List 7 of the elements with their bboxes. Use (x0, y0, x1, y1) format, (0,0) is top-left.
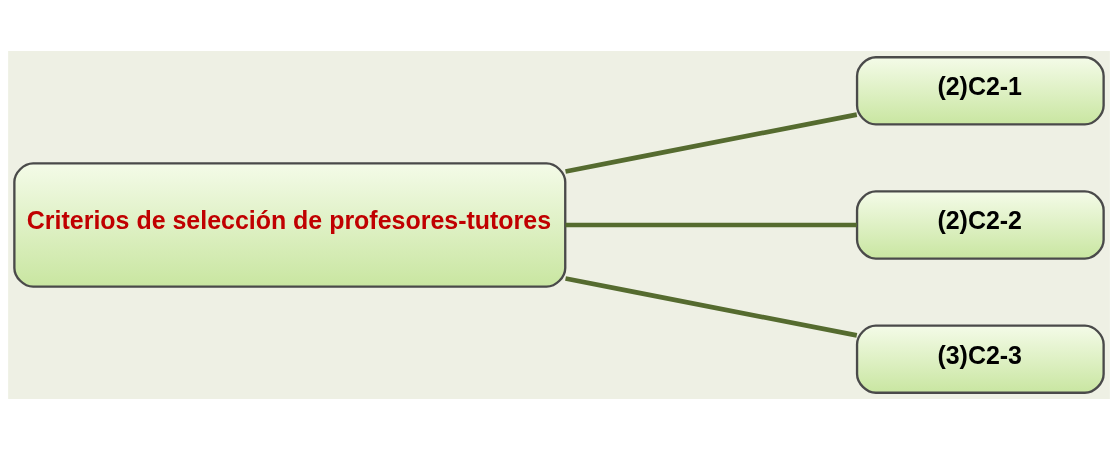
node-box: (2)C2-2 (855, 190, 1105, 260)
node-box: (3)C2-3 (855, 324, 1105, 394)
node-box: Criterios de selección de profesores-tutores (13, 162, 567, 288)
node-box: (2)C2-1 (855, 56, 1105, 126)
connector (565, 112, 858, 174)
connector (565, 276, 858, 338)
connector (565, 222, 857, 228)
